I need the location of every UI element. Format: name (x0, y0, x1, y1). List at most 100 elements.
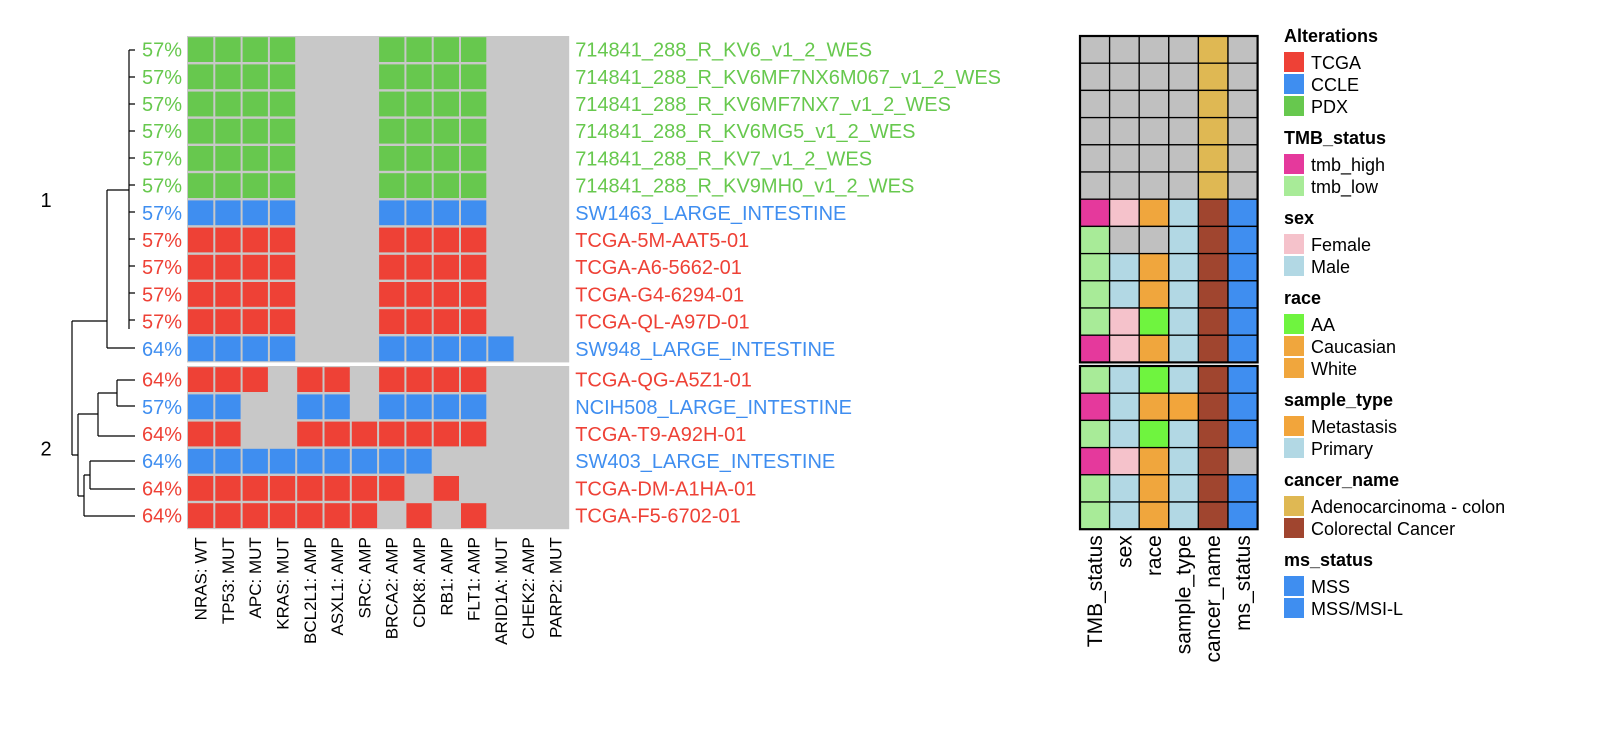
row-name-label: SW1463_LARGE_INTESTINE (575, 203, 846, 225)
annotation-cell (1108, 334, 1140, 364)
legend-swatch (1284, 74, 1304, 94)
heatmap-cell (297, 503, 323, 528)
heatmap-cell (297, 421, 323, 447)
heatmap-cell (351, 503, 378, 528)
row-percent-label: 57% (142, 284, 182, 306)
heatmap-cell (461, 118, 487, 144)
heatmap-cell (379, 173, 405, 198)
heatmap-cell (461, 173, 487, 198)
annotation-column-label: TMB_status (1084, 535, 1107, 647)
annotation-cell (1168, 419, 1200, 449)
annotation-cell (1108, 419, 1140, 449)
heatmap-cell (379, 367, 405, 392)
annotation-cell (1227, 474, 1259, 503)
annotation-cell (1079, 280, 1111, 309)
annotation-cell (1138, 365, 1170, 394)
heatmap-cell (215, 227, 241, 253)
heatmap-cell (188, 118, 214, 144)
annotation-cell (1227, 116, 1259, 146)
heatmap-cell (461, 367, 487, 392)
annotation-cell (1227, 334, 1259, 364)
annotation-cell (1168, 198, 1200, 228)
row-name-label: 714841_288_R_KV9MH0_v1_2_WES (575, 176, 914, 198)
legend-swatch (1284, 314, 1304, 334)
annotation-cell (1168, 307, 1200, 336)
row-percent-label: 57% (142, 257, 182, 279)
legend-item-label: Caucasian (1311, 337, 1396, 357)
heatmap-cell (406, 37, 432, 62)
annotation-cell (1079, 225, 1111, 255)
row-percent-label: 64% (142, 451, 182, 473)
row-name-label: TCGA-F5-6702-01 (575, 506, 741, 528)
dendrogram-branch-group1-inner (128, 49, 135, 329)
row-percent-label: 57% (142, 40, 182, 62)
annotation-cell (1079, 171, 1111, 200)
heatmap-cell (215, 503, 241, 528)
annotation-column-label: cancer_name (1202, 535, 1225, 662)
annotation-cell (1197, 392, 1229, 422)
column-label: NRAS: WT (192, 537, 211, 620)
row-percent-label: 57% (142, 176, 182, 198)
heatmap-cell (242, 200, 268, 226)
annotation-cell (1138, 307, 1170, 336)
row-percent-label: 64% (142, 478, 182, 500)
heatmap-cell (379, 91, 405, 117)
annotation-cell (1197, 35, 1229, 64)
heatmap-cell (242, 64, 268, 90)
heatmap-cell (433, 173, 459, 198)
heatmap-cell (379, 421, 405, 447)
annotation-cell (1197, 144, 1229, 173)
heatmap-cell (433, 146, 459, 171)
heatmap-cell (406, 254, 432, 280)
heatmap-cell (433, 336, 459, 362)
heatmap-cell (269, 64, 296, 90)
legend-swatch (1284, 96, 1304, 116)
heatmap-cell (215, 146, 241, 171)
heatmap-cell (379, 227, 405, 253)
heatmap-cell (215, 173, 241, 198)
group-label: 2 (40, 439, 51, 461)
legend-item-label: MSS (1311, 577, 1350, 597)
annotation-cell (1168, 116, 1200, 146)
heatmap-cell (215, 37, 241, 62)
annotation-cell (1197, 365, 1229, 394)
annotation-cell (1108, 35, 1140, 64)
heatmap-cell (461, 336, 487, 362)
heatmap-cell (188, 254, 214, 280)
dendrogram-branch-group1-outer (106, 189, 135, 349)
heatmap-cell (188, 336, 214, 362)
annotation-cell (1138, 62, 1170, 92)
heatmap-cell (324, 421, 350, 447)
group-labels: 12 (40, 190, 51, 460)
group-label: 1 (40, 190, 51, 212)
column-label: KRAS: MUT (274, 537, 293, 630)
column-label: BRCA2: AMP (383, 537, 402, 639)
legend-item-label: Male (1311, 257, 1350, 277)
annotation-cell (1079, 474, 1111, 503)
annotation-cell (1168, 62, 1200, 92)
annotation-cell (1108, 225, 1140, 255)
row-percent-label: 57% (142, 94, 182, 116)
annotation-cell (1197, 225, 1229, 255)
annotation-cell (1168, 392, 1200, 422)
row-percent-label: 57% (142, 67, 182, 89)
annotation-cell (1108, 474, 1140, 503)
annotation-column-label: sample_type (1173, 535, 1196, 654)
column-label: SRC: AMP (355, 537, 374, 618)
heatmap-cell (188, 37, 214, 62)
heatmap-cell (188, 309, 214, 334)
annotation-cell (1168, 171, 1200, 200)
heatmap-cell (215, 336, 241, 362)
heatmap-cell (269, 476, 296, 501)
row-name-label: TCGA-A6-5662-01 (575, 257, 742, 279)
heatmap-cell (242, 37, 268, 62)
column-label: PARP2: MUT (547, 537, 566, 638)
heatmap-cell (379, 448, 405, 474)
annotation-cell (1079, 446, 1111, 476)
annotation-cell (1079, 198, 1111, 228)
row-percent-label: 57% (142, 148, 182, 170)
heatmap-cell (269, 173, 296, 198)
heatmap-cell (324, 394, 350, 420)
heatmap-cell (433, 421, 459, 447)
